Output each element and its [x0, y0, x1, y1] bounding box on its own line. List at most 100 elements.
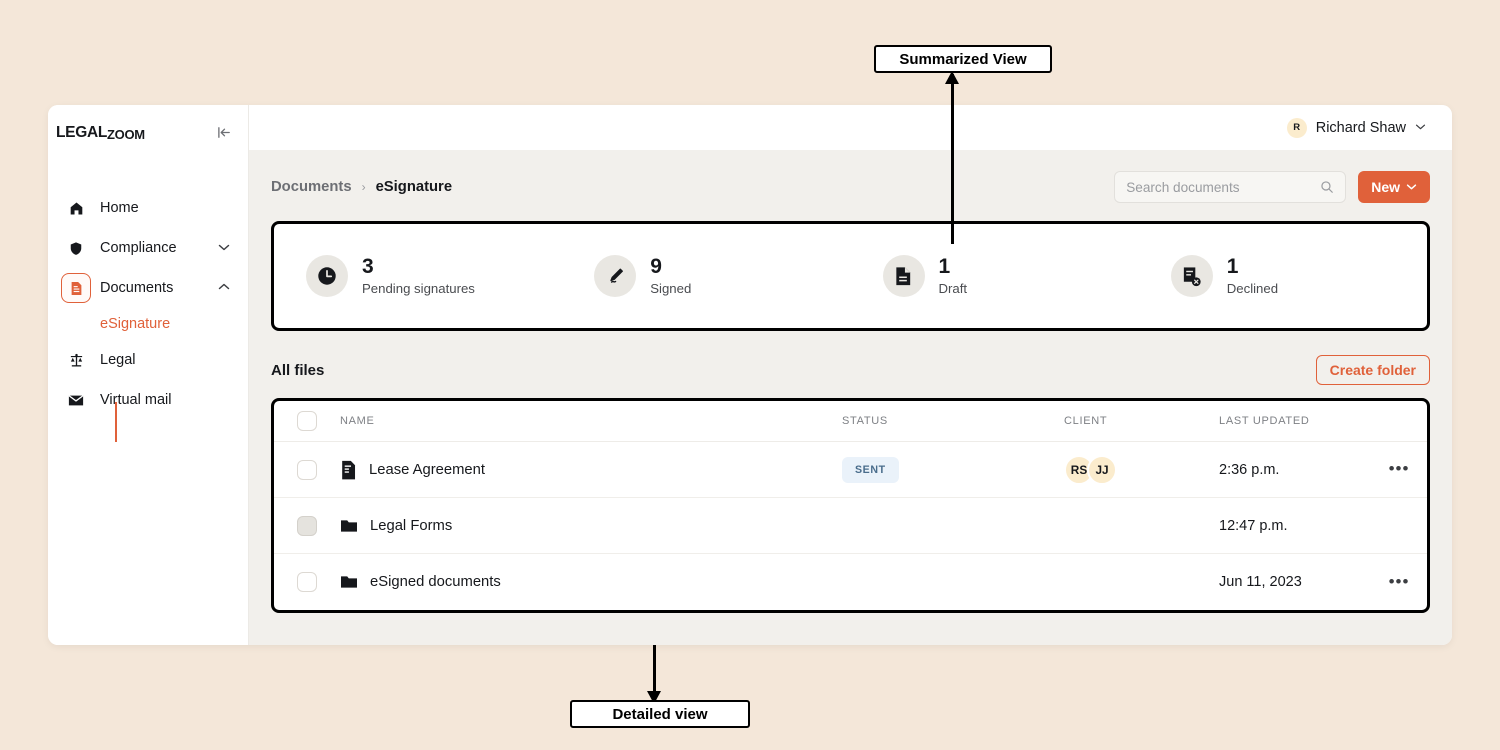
- row-last-updated: Jun 11, 2023: [1219, 574, 1302, 590]
- chevron-up-icon[interactable]: [218, 283, 230, 294]
- new-button[interactable]: New: [1358, 171, 1430, 203]
- column-header-name: NAME: [340, 415, 375, 427]
- summary-count-draft: 1: [938, 255, 951, 279]
- table-header-row: NAME STATUS CLIENT LAST UPDATED: [274, 401, 1427, 442]
- annotation-arrow-line-bottom: [653, 645, 656, 693]
- status-badge: SENT: [842, 456, 899, 483]
- sidebar-header: LEGALZOOM: [48, 105, 248, 160]
- breadcrumb-current: eSignature: [375, 179, 453, 195]
- summary-label-declined: Declined: [1226, 280, 1279, 296]
- app-window: LEGALZOOM Home Compliance: [48, 105, 1452, 645]
- search-box[interactable]: [1114, 171, 1347, 203]
- annotation-arrow-line-top: [951, 74, 954, 244]
- summary-card-declined[interactable]: 1 Declined: [1139, 255, 1427, 297]
- summary-card-signed[interactable]: 9 Signed: [562, 255, 850, 297]
- sidebar-item-legal[interactable]: Legal: [48, 340, 248, 380]
- row-last-updated: 2:36 p.m.: [1219, 461, 1280, 478]
- sidebar-item-label-documents: Documents: [100, 280, 174, 296]
- scales-icon: [58, 353, 94, 368]
- sidebar-item-esignature[interactable]: eSignature: [48, 308, 248, 340]
- user-name: Richard Shaw: [1315, 119, 1406, 136]
- table-row[interactable]: eSigned documents Jun 11, 2023 •••: [274, 554, 1427, 610]
- row-name-cell: Lease Agreement: [340, 460, 842, 480]
- row-checkbox[interactable]: [297, 572, 317, 592]
- logo-primary: LEGAL: [56, 123, 108, 141]
- sidebar-item-label-home: Home: [100, 200, 139, 216]
- row-checkbox[interactable]: [297, 515, 317, 536]
- avatar: R: [1286, 117, 1307, 138]
- breadcrumb-documents[interactable]: Documents: [271, 179, 352, 195]
- summary-label-pending: Pending signatures: [362, 280, 475, 296]
- select-all-cell: [274, 411, 340, 431]
- row-client-cell: RS JJ: [1064, 454, 1219, 485]
- home-icon: [58, 201, 94, 216]
- table-row[interactable]: Legal Forms 12:47 p.m.: [274, 498, 1427, 554]
- chevron-down-icon[interactable]: [218, 243, 230, 254]
- breadcrumb: Documents › eSignature: [271, 179, 452, 195]
- row-name-cell: Legal Forms: [340, 518, 842, 534]
- top-bar: R Richard Shaw: [249, 105, 1452, 150]
- document-icon: [340, 460, 357, 480]
- sidebar-item-label-virtual-mail: Virtual mail: [100, 392, 172, 408]
- legalzoom-logo: LEGALZOOM: [56, 124, 145, 142]
- row-select-cell: [274, 572, 340, 592]
- more-options-icon[interactable]: •••: [1388, 571, 1410, 591]
- pen-signature-icon: [594, 255, 637, 297]
- sidebar-item-home[interactable]: Home: [48, 188, 248, 228]
- summary-label-signed: Signed: [650, 280, 692, 296]
- summary-label-draft: Draft: [938, 280, 968, 296]
- collapse-sidebar-icon[interactable]: [217, 125, 232, 140]
- column-header-status: STATUS: [842, 415, 888, 427]
- user-menu[interactable]: R Richard Shaw: [1286, 117, 1426, 138]
- search-input[interactable]: [1126, 179, 1321, 195]
- sidebar-item-virtual-mail[interactable]: Virtual mail: [48, 380, 248, 420]
- logo-secondary: ZOOM: [107, 126, 145, 142]
- summary-card-draft[interactable]: 1 Draft: [851, 255, 1139, 297]
- column-header-client: CLIENT: [1064, 415, 1108, 427]
- select-all-checkbox[interactable]: [297, 411, 317, 431]
- sidebar-item-label-compliance: Compliance: [100, 240, 177, 256]
- file-name: Legal Forms: [370, 517, 453, 534]
- sidebar: LEGALZOOM Home Compliance: [48, 105, 249, 645]
- file-name: Lease Agreement: [369, 461, 485, 478]
- summary-count-signed: 9: [650, 255, 662, 279]
- breadcrumb-row: Documents › eSignature New: [271, 150, 1430, 203]
- column-header-last-updated: LAST UPDATED: [1219, 415, 1310, 427]
- folder-icon: [340, 518, 358, 534]
- files-table: NAME STATUS CLIENT LAST UPDATED: [271, 398, 1430, 613]
- header-actions: New: [1114, 171, 1430, 203]
- chevron-down-icon: [1406, 182, 1417, 193]
- summary-card-pending[interactable]: 3 Pending signatures: [274, 255, 562, 297]
- sidebar-nav: Home Compliance Documents: [48, 188, 248, 420]
- search-icon[interactable]: [1320, 180, 1334, 194]
- annotation-label-summarized-view: Summarized View: [874, 45, 1052, 73]
- row-select-cell: [274, 459, 340, 480]
- breadcrumb-separator-icon: ›: [361, 180, 366, 194]
- create-folder-button[interactable]: Create folder: [1315, 355, 1430, 385]
- sidebar-active-connector: [115, 402, 117, 442]
- row-name-cell: eSigned documents: [340, 574, 842, 590]
- more-options-icon[interactable]: •••: [1388, 459, 1410, 479]
- table-row[interactable]: Lease Agreement SENT RS JJ 2:36 p.m. •••: [274, 442, 1427, 498]
- row-checkbox[interactable]: [297, 459, 317, 480]
- sidebar-item-label-legal: Legal: [100, 352, 136, 368]
- sidebar-item-compliance[interactable]: Compliance: [48, 228, 248, 268]
- row-select-cell: [274, 515, 340, 536]
- files-header: All files Create folder: [271, 355, 1430, 385]
- folder-icon: [340, 574, 358, 590]
- clock-icon: [306, 255, 348, 297]
- file-name: eSigned documents: [370, 574, 501, 590]
- chevron-down-icon[interactable]: [1415, 122, 1426, 133]
- annotation-label-detailed-view: Detailed view: [570, 700, 750, 728]
- files-title: All files: [271, 361, 325, 379]
- sidebar-item-documents[interactable]: Documents: [48, 268, 248, 308]
- draft-document-icon: [882, 255, 925, 297]
- document-icon: [61, 273, 91, 303]
- row-last-updated: 12:47 p.m.: [1219, 517, 1288, 534]
- avatar: RS: [1064, 454, 1094, 485]
- sidebar-subitem-label-esignature: eSignature: [100, 316, 171, 332]
- envelope-icon: [58, 394, 94, 407]
- shield-icon: [58, 241, 94, 256]
- row-actions-cell: •••: [1371, 459, 1427, 479]
- summary-count-pending: 3: [362, 255, 374, 279]
